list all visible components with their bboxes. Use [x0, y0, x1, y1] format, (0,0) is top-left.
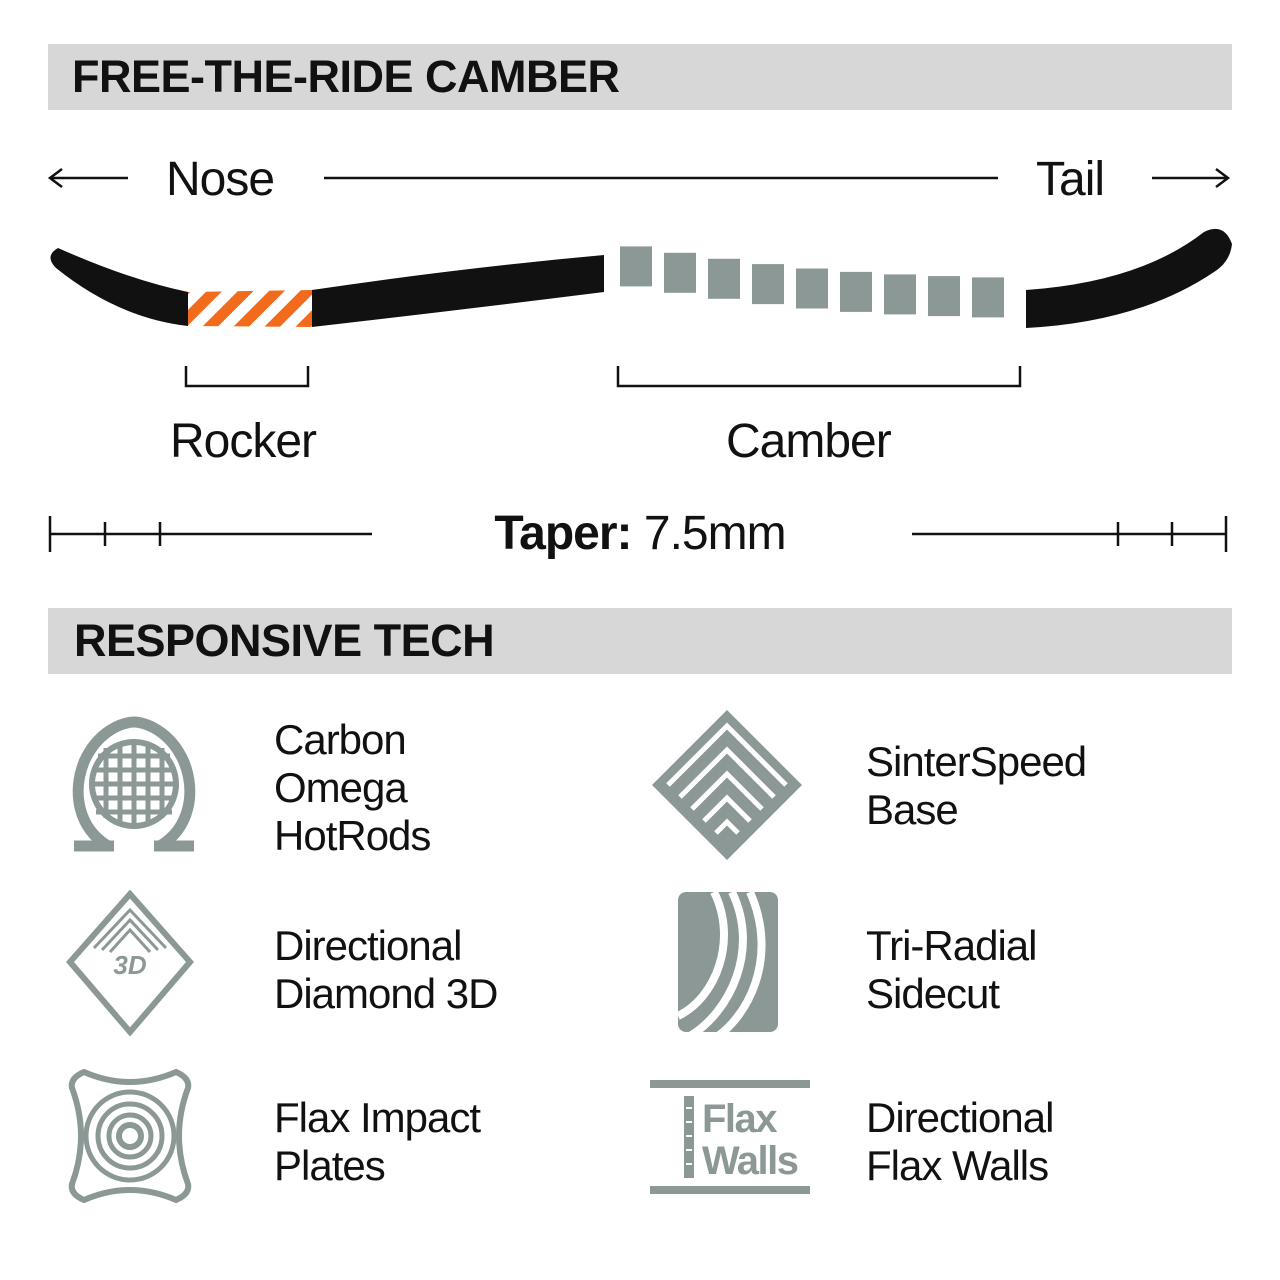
camber-bracket [616, 366, 1022, 388]
flax-impact-plates-icon [68, 1068, 192, 1204]
flax-walls-icon-text-2: Walls [702, 1139, 798, 1183]
camber-block [620, 246, 652, 287]
board-mid-section [312, 255, 604, 327]
tail-arrow-icon [1152, 168, 1231, 188]
tech-label-diamond-3d: Directional Diamond 3D [274, 922, 498, 1017]
taper-ruler-right [912, 516, 1228, 552]
tech-label-carbon-omega: Carbon Omega HotRods [274, 716, 431, 859]
sinter-base-icon [652, 710, 802, 860]
tech-label-tri-radial: Tri-Radial Sidecut [866, 922, 1037, 1017]
taper-readout: Taper: 7.5mm [380, 506, 900, 561]
nose-label: Nose [166, 153, 275, 206]
rocker-zone [188, 290, 312, 327]
taper-ruler-left [48, 516, 372, 552]
diamond-3d-icon-text: 3D [113, 950, 146, 980]
tech-label-sinterspeed: SinterSpeed Base [866, 738, 1087, 833]
taper-label: Taper: [494, 507, 632, 560]
rocker-bracket [184, 366, 310, 388]
camber-block [840, 271, 872, 312]
camber-block [708, 258, 740, 299]
camber-label: Camber [726, 415, 892, 468]
tech-label-flax-walls: Directional Flax Walls [866, 1094, 1054, 1189]
camber-block [664, 252, 696, 293]
tech-section-bar: RESPONSIVE TECH [48, 608, 1232, 674]
flax-walls-icon: Flax Walls [650, 1080, 810, 1194]
camber-profile-diagram [47, 168, 1232, 552]
camber-block [796, 268, 828, 309]
camber-block [928, 276, 960, 317]
diamond-3d-icon: 3D [66, 890, 194, 1036]
page-title: FREE-THE-RIDE CAMBER [72, 51, 620, 102]
camber-block [752, 264, 784, 305]
taper-value: 7.5mm [643, 507, 787, 560]
rocker-label: Rocker [170, 415, 317, 468]
tri-radial-sidecut-icon [678, 892, 778, 1032]
camber-zone [620, 246, 1004, 318]
flax-walls-icon-text-1: Flax [702, 1097, 777, 1141]
tech-label-flax-impact: Flax Impact Plates [274, 1094, 481, 1189]
camber-block [972, 277, 1004, 318]
board-tail-section [1026, 228, 1232, 328]
tail-label: Tail [1036, 153, 1105, 206]
camber-block [884, 274, 916, 315]
tech-section-title: RESPONSIVE TECH [74, 615, 495, 666]
nose-arrow-icon [47, 168, 128, 188]
board-nose-section [50, 248, 188, 326]
header-bar: FREE-THE-RIDE CAMBER [48, 44, 1232, 110]
carbon-omega-icon [72, 716, 196, 852]
